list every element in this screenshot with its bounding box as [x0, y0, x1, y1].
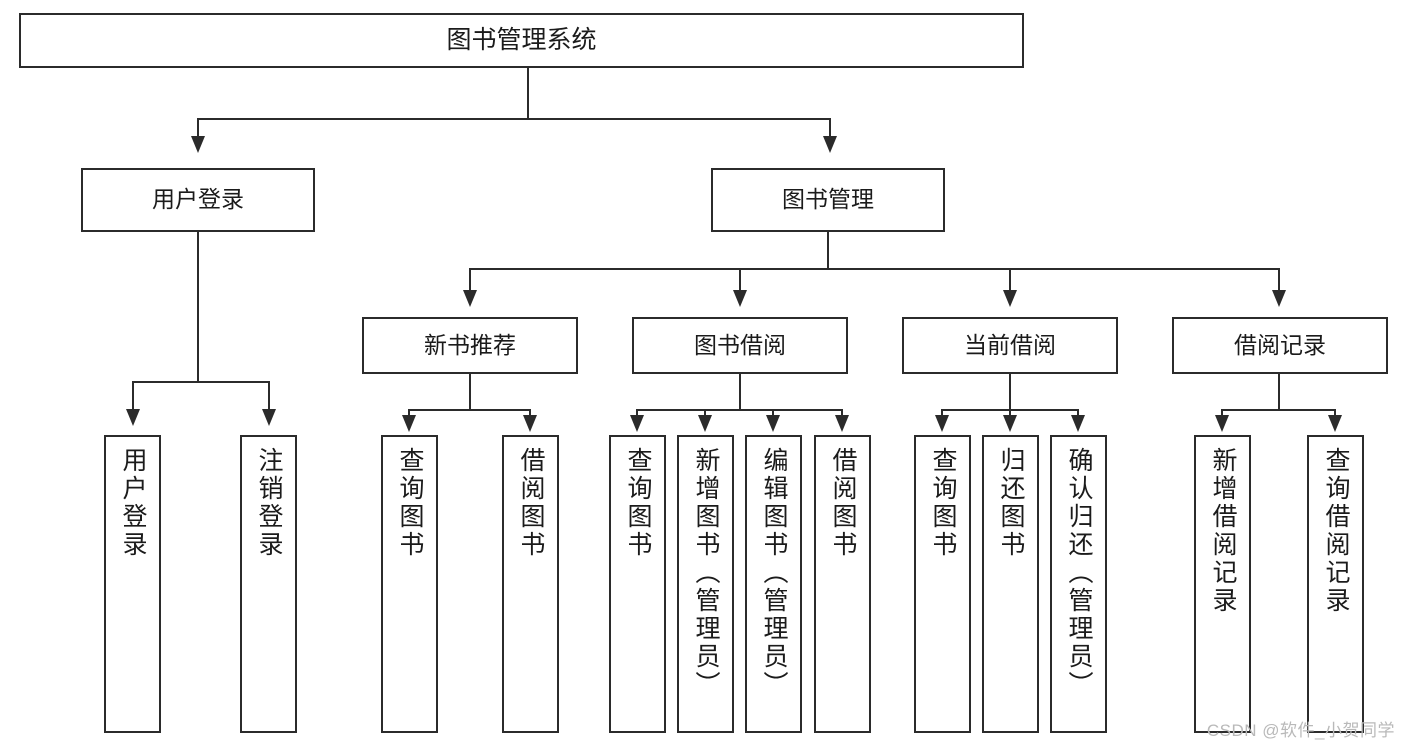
connector-new-book-bus [409, 409, 531, 411]
node-label: 查询图书 [396, 447, 424, 559]
arrow-to-current-borrow [1003, 290, 1017, 307]
node-label: 用户登录 [152, 186, 244, 213]
connector-borrow-records-stem [1278, 374, 1280, 410]
arrow-to-leaf-query-book-2 [630, 415, 644, 432]
connector-level3-drop-4 [1278, 268, 1280, 292]
arrow-to-leaf-borrow-book-1 [523, 415, 537, 432]
connector-level2-right-drop [829, 118, 831, 138]
node-root-system[interactable]: 图书管理系统 [19, 13, 1024, 68]
connector-current-borrow-drop-3 [1077, 409, 1079, 417]
node-label: 图书管理 [782, 186, 874, 213]
connector-level2-bus [199, 118, 831, 120]
arrow-to-leaf-add-book [698, 415, 712, 432]
arrow-to-leaf-confirm-return [1071, 415, 1085, 432]
leaf-borrow-book-recommend[interactable]: 借阅图书 [502, 435, 559, 733]
connector-level3-bus [470, 268, 1280, 270]
connector-root-stem [527, 68, 529, 119]
leaf-query-book-borrow[interactable]: 查询图书 [609, 435, 666, 733]
leaf-query-book-recommend[interactable]: 查询图书 [381, 435, 438, 733]
arrow-to-new-book-recommend [463, 290, 477, 307]
arrow-to-leaf-borrow-book-2 [835, 415, 849, 432]
connector-book-management-stem [827, 232, 829, 269]
node-book-borrow[interactable]: 图书借阅 [632, 317, 848, 374]
csdn-watermark: CSDN @软件_小贺同学 [1206, 721, 1395, 740]
arrow-to-leaf-logout [262, 409, 276, 426]
arrow-to-leaf-query-book-3 [935, 415, 949, 432]
node-label: 新增借阅记录 [1209, 447, 1237, 615]
connector-book-borrow-bus [637, 409, 843, 411]
connector-new-book-stem [469, 374, 471, 410]
arrow-to-leaf-query-record [1328, 415, 1342, 432]
node-label: 新增图书（管理员） [692, 447, 720, 699]
connector-borrow-records-drop-1 [1221, 409, 1223, 417]
connector-book-borrow-drop-3 [772, 409, 774, 417]
node-label: 注销登录 [255, 447, 283, 559]
connector-new-book-drop-2 [529, 409, 531, 417]
arrow-to-leaf-edit-book [766, 415, 780, 432]
node-label: 归还图书 [997, 447, 1025, 559]
node-borrow-records[interactable]: 借阅记录 [1172, 317, 1388, 374]
node-label: 图书管理系统 [446, 25, 597, 54]
node-new-book-recommend[interactable]: 新书推荐 [362, 317, 578, 374]
node-book-management[interactable]: 图书管理 [711, 168, 945, 232]
arrow-to-book-borrow [733, 290, 747, 307]
arrow-to-leaf-user-login [126, 409, 140, 426]
leaf-borrow-book-borrow[interactable]: 借阅图书 [814, 435, 871, 733]
connector-user-login-right-drop [268, 381, 270, 411]
node-label: 新书推荐 [424, 331, 516, 358]
node-label: 确认归还（管理员） [1065, 447, 1093, 699]
arrow-to-leaf-return-book [1003, 415, 1017, 432]
connector-borrow-records-drop-2 [1334, 409, 1336, 417]
leaf-query-borrow-record[interactable]: 查询借阅记录 [1307, 435, 1364, 733]
node-label: 用户登录 [119, 447, 147, 559]
leaf-add-book-admin[interactable]: 新增图书（管理员） [677, 435, 734, 733]
leaf-user-login[interactable]: 用户登录 [104, 435, 161, 733]
connector-book-borrow-stem [739, 374, 741, 410]
connector-book-borrow-drop-4 [841, 409, 843, 417]
node-label: 查询借阅记录 [1322, 447, 1350, 615]
arrow-to-borrow-records [1272, 290, 1286, 307]
connector-current-borrow-drop-2 [1009, 409, 1011, 417]
connector-user-login-bus [134, 381, 270, 383]
node-label: 查询图书 [929, 447, 957, 559]
connector-current-borrow-drop-1 [941, 409, 943, 417]
connector-user-login-stem [197, 232, 199, 382]
leaf-confirm-return-admin[interactable]: 确认归还（管理员） [1050, 435, 1107, 733]
leaf-add-borrow-record[interactable]: 新增借阅记录 [1194, 435, 1251, 733]
node-label: 查询图书 [624, 447, 652, 559]
leaf-return-book[interactable]: 归还图书 [982, 435, 1039, 733]
connector-level2-left-drop [197, 118, 199, 138]
connector-book-borrow-drop-2 [704, 409, 706, 417]
node-current-borrow[interactable]: 当前借阅 [902, 317, 1118, 374]
node-label: 当前借阅 [964, 331, 1056, 358]
node-label: 借阅记录 [1234, 331, 1326, 358]
arrow-to-user-login [191, 136, 205, 153]
connector-level3-drop-3 [1009, 268, 1011, 292]
connector-user-login-left-drop [132, 381, 134, 411]
connector-level3-drop-1 [469, 268, 471, 292]
node-label: 编辑图书（管理员） [760, 447, 788, 699]
connector-level3-drop-2 [739, 268, 741, 292]
node-label: 借阅图书 [517, 447, 545, 559]
connector-book-borrow-drop-1 [636, 409, 638, 417]
node-label: 借阅图书 [829, 447, 857, 559]
arrow-to-leaf-query-book-1 [402, 415, 416, 432]
leaf-edit-book-admin[interactable]: 编辑图书（管理员） [745, 435, 802, 733]
arrow-to-leaf-add-record [1215, 415, 1229, 432]
connector-current-borrow-stem [1009, 374, 1011, 410]
leaf-logout[interactable]: 注销登录 [240, 435, 297, 733]
node-user-login[interactable]: 用户登录 [81, 168, 315, 232]
connector-borrow-records-bus [1222, 409, 1336, 411]
node-label: 图书借阅 [694, 331, 786, 358]
arrow-to-book-management [823, 136, 837, 153]
connector-new-book-drop-1 [408, 409, 410, 417]
leaf-query-book-current[interactable]: 查询图书 [914, 435, 971, 733]
